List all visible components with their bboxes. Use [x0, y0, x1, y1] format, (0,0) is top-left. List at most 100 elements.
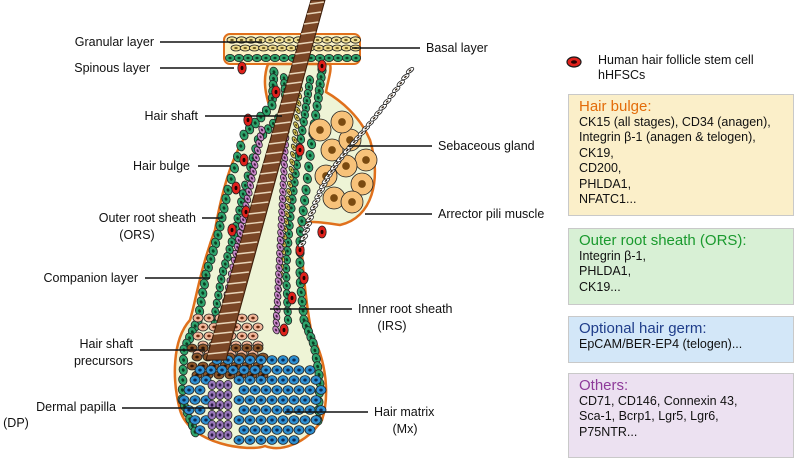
dermal-papilla-cell-nucleus [218, 423, 222, 427]
muscle-cell-nucleus [332, 166, 336, 169]
ors-cell-nucleus [299, 229, 302, 234]
ors-cell-nucleus [287, 232, 291, 236]
ors-cell-nucleus [219, 277, 223, 281]
hair-shaft-stripe [213, 331, 233, 335]
ors-cell-nucleus [301, 128, 304, 132]
muscle-cell-nucleus [304, 230, 308, 233]
precursor-cell-nucleus [190, 364, 194, 368]
granular-cell-nucleus [243, 46, 247, 50]
matrix-cell-nucleus [226, 358, 230, 362]
spinous-cell-nucleus [327, 56, 331, 60]
legend-line-1: Human hair follicle stem cell [598, 53, 754, 67]
hair-shaft-stripe [303, 21, 319, 25]
ors-cell-nucleus [314, 113, 318, 118]
ors-cell-nucleus [300, 219, 304, 223]
muscle-cell-nucleus [404, 75, 407, 78]
companion-cell-nucleus [294, 131, 297, 134]
dermal-papilla-cell-nucleus [210, 423, 214, 427]
matrix-cell-nucleus [242, 388, 246, 392]
hair-shaft-stripe [286, 81, 302, 85]
ors-cell-nucleus [216, 233, 220, 237]
irs-cell-nucleus [255, 156, 258, 159]
ors-cell-nucleus [311, 341, 315, 345]
spinous-cell-nucleus [318, 56, 322, 60]
precursor-cell-nucleus [212, 325, 216, 329]
ors-cell-nucleus [294, 171, 297, 175]
companion-cell-nucleus [292, 153, 294, 156]
companion-cell-nucleus [296, 109, 299, 112]
dermal-papilla-cell-nucleus [218, 383, 222, 387]
spinous-cell-nucleus [228, 56, 232, 60]
granular-cell-nucleus [315, 38, 320, 42]
ors-cell-nucleus [308, 78, 312, 82]
matrix-cell-nucleus [248, 398, 252, 402]
matrix-cell-nucleus [270, 398, 274, 402]
companion-cell-nucleus [292, 146, 295, 149]
ors-cell-nucleus [307, 85, 311, 89]
ors-cell-nucleus [229, 177, 233, 181]
ors-cell-nucleus [302, 120, 306, 124]
granular-cell-nucleus [271, 46, 275, 50]
matrix-cell-nucleus [303, 398, 307, 402]
irs-cell-nucleus [274, 328, 278, 332]
sebaceous-cell-nucleus [330, 194, 338, 202]
matrix-cell-nucleus [319, 408, 323, 412]
granular-cell-nucleus [230, 38, 234, 42]
ors-cell-nucleus [211, 249, 215, 253]
matrix-cell-nucleus [270, 438, 274, 442]
muscle-cell-nucleus [329, 170, 333, 173]
matrix-cell-nucleus [275, 368, 279, 372]
granular-cell-nucleus [261, 46, 266, 50]
dermal-papilla-cell-nucleus [226, 393, 230, 397]
matrix-cell-nucleus [264, 388, 268, 392]
ors-cell-nucleus [310, 142, 313, 146]
hair-shaft-stripe [225, 291, 244, 295]
ors-cell-nucleus [272, 76, 276, 81]
ors-cell-nucleus [182, 358, 186, 362]
hair-shaft-stripe [283, 91, 299, 95]
hair-shaft-stripe [277, 111, 294, 115]
dermal-papilla-cell-nucleus [218, 403, 222, 407]
irs-cell-nucleus [249, 183, 252, 187]
matrix-cell-nucleus [281, 398, 285, 402]
matrix-cell-nucleus [275, 388, 279, 392]
irs-cell-nucleus [277, 280, 280, 284]
label-irs-abbr: (IRS) [377, 319, 406, 333]
precursor-cell-nucleus [256, 346, 260, 350]
ors-cell-nucleus [271, 122, 275, 126]
ors-cell-nucleus [316, 364, 320, 369]
muscle-cell-nucleus [394, 88, 398, 91]
precursor-cell-nucleus [234, 346, 238, 350]
irs-cell-nucleus [281, 204, 284, 208]
companion-cell-nucleus [295, 116, 298, 119]
irs-cell-nucleus [252, 170, 255, 173]
irs-cell-nucleus [259, 135, 262, 139]
hair-shaft-stripe [280, 101, 297, 105]
companion-cell-nucleus [291, 161, 294, 164]
ors-cell-nucleus [215, 302, 219, 306]
irs-cell-nucleus [281, 197, 284, 201]
ors-cell-nucleus [201, 291, 205, 295]
sebaceous-cell-nucleus [348, 198, 356, 206]
ors-cell-nucleus [319, 75, 323, 79]
matrix-cell-nucleus [198, 428, 202, 432]
companion-cell-nucleus [287, 198, 290, 201]
muscle-cell-nucleus [352, 140, 356, 144]
ors-cell-nucleus [218, 224, 222, 228]
dermal-papilla-cell-nucleus [226, 433, 230, 437]
dermal-papilla-cell-nucleus [226, 383, 230, 387]
granular-cell-nucleus [334, 38, 339, 42]
ors-cell-nucleus [228, 248, 231, 252]
matrix-cell-nucleus [270, 358, 274, 362]
hair-bulge-markers-box: Hair bulge: CK15 (all stages), CD34 (ana… [568, 94, 794, 216]
ors-cell-nucleus [288, 223, 291, 227]
marker-line: PHLDA1, [579, 176, 632, 191]
legend: Human hair follicle stem cell hHFSCs [598, 53, 754, 83]
marker-line: Sca-1, Bcrp1, Lgr5, Lgr6, [579, 409, 719, 424]
ors-cell-nucleus [283, 82, 286, 86]
spinous-cell-nucleus [264, 56, 268, 60]
granular-cell-nucleus [353, 38, 358, 42]
hair-shaft-stripe [216, 321, 236, 325]
precursor-cell-nucleus [207, 334, 211, 338]
